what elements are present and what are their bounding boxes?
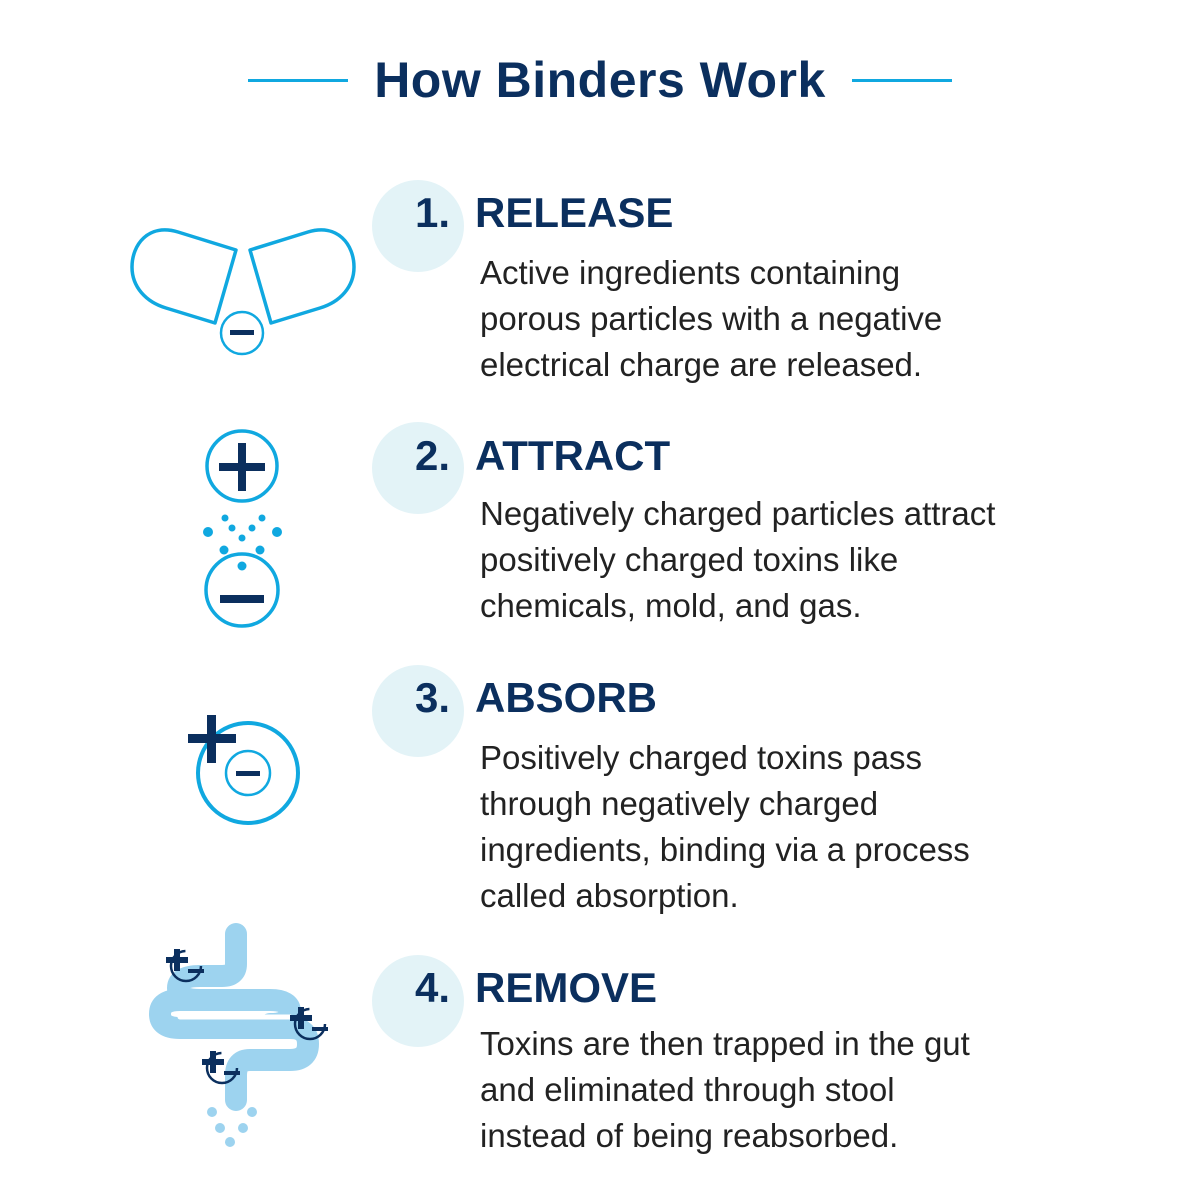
step-number-circle	[372, 422, 464, 514]
description-line: ingredients, binding via a process	[480, 831, 970, 868]
charge-absorb-icon	[188, 715, 300, 825]
title-line-right	[851, 78, 952, 82]
step-number-circle	[372, 955, 464, 1047]
description-line: through negatively charged	[480, 785, 879, 822]
description-line: positively charged toxins like	[480, 541, 899, 578]
step-heading: 2. ATTRACT	[415, 435, 670, 477]
description-line: Toxins are then trapped in the gut	[480, 1025, 970, 1062]
toxin-badge-icon	[202, 1051, 240, 1085]
description-line: instead of being reabsorbed.	[480, 1117, 899, 1154]
step-heading: 1. RELEASE	[415, 192, 673, 234]
step-number-circle	[372, 180, 464, 272]
step-title: RELEASE	[475, 189, 674, 236]
description-line: electrical charge are released.	[480, 346, 923, 383]
toxin-badge-icon	[166, 949, 204, 983]
description-line: Negatively charged particles attract	[480, 495, 996, 532]
step-description: Toxins are then trapped in the gut and e…	[480, 1021, 1100, 1159]
description-line: porous particles with a negative	[480, 300, 943, 337]
title-line-left	[248, 78, 349, 82]
step-heading: 4. REMOVE	[415, 967, 657, 1009]
step-number: 2.	[415, 432, 451, 479]
capsule-open-icon	[130, 228, 356, 356]
step-title: ATTRACT	[475, 432, 671, 479]
step-number: 3.	[415, 674, 451, 721]
step-number: 1.	[415, 189, 451, 236]
page-title: How Binders Work	[374, 52, 826, 108]
description-line: Positively charged toxins pass	[480, 739, 923, 776]
step-description: Positively charged toxins pass through n…	[480, 735, 1100, 919]
description-line: chemicals, mold, and gas.	[480, 587, 862, 624]
intestine-icon	[148, 923, 328, 1147]
charges-attract-icon	[203, 429, 282, 628]
step-number: 4.	[415, 964, 451, 1011]
step-title: ABSORB	[475, 674, 658, 721]
description-line: Active ingredients containing	[480, 254, 901, 291]
step-title: REMOVE	[475, 964, 658, 1011]
step-heading: 3. ABSORB	[415, 677, 657, 719]
toxin-badge-icon	[290, 1007, 328, 1041]
header: How Binders Work	[0, 48, 1200, 112]
step-number-circle	[372, 665, 464, 757]
step-description: Negatively charged particles attract pos…	[480, 491, 1100, 629]
description-line: and eliminated through stool	[480, 1071, 895, 1108]
step-description: Active ingredients containing porous par…	[480, 250, 1100, 388]
description-line: called absorption.	[480, 877, 739, 914]
